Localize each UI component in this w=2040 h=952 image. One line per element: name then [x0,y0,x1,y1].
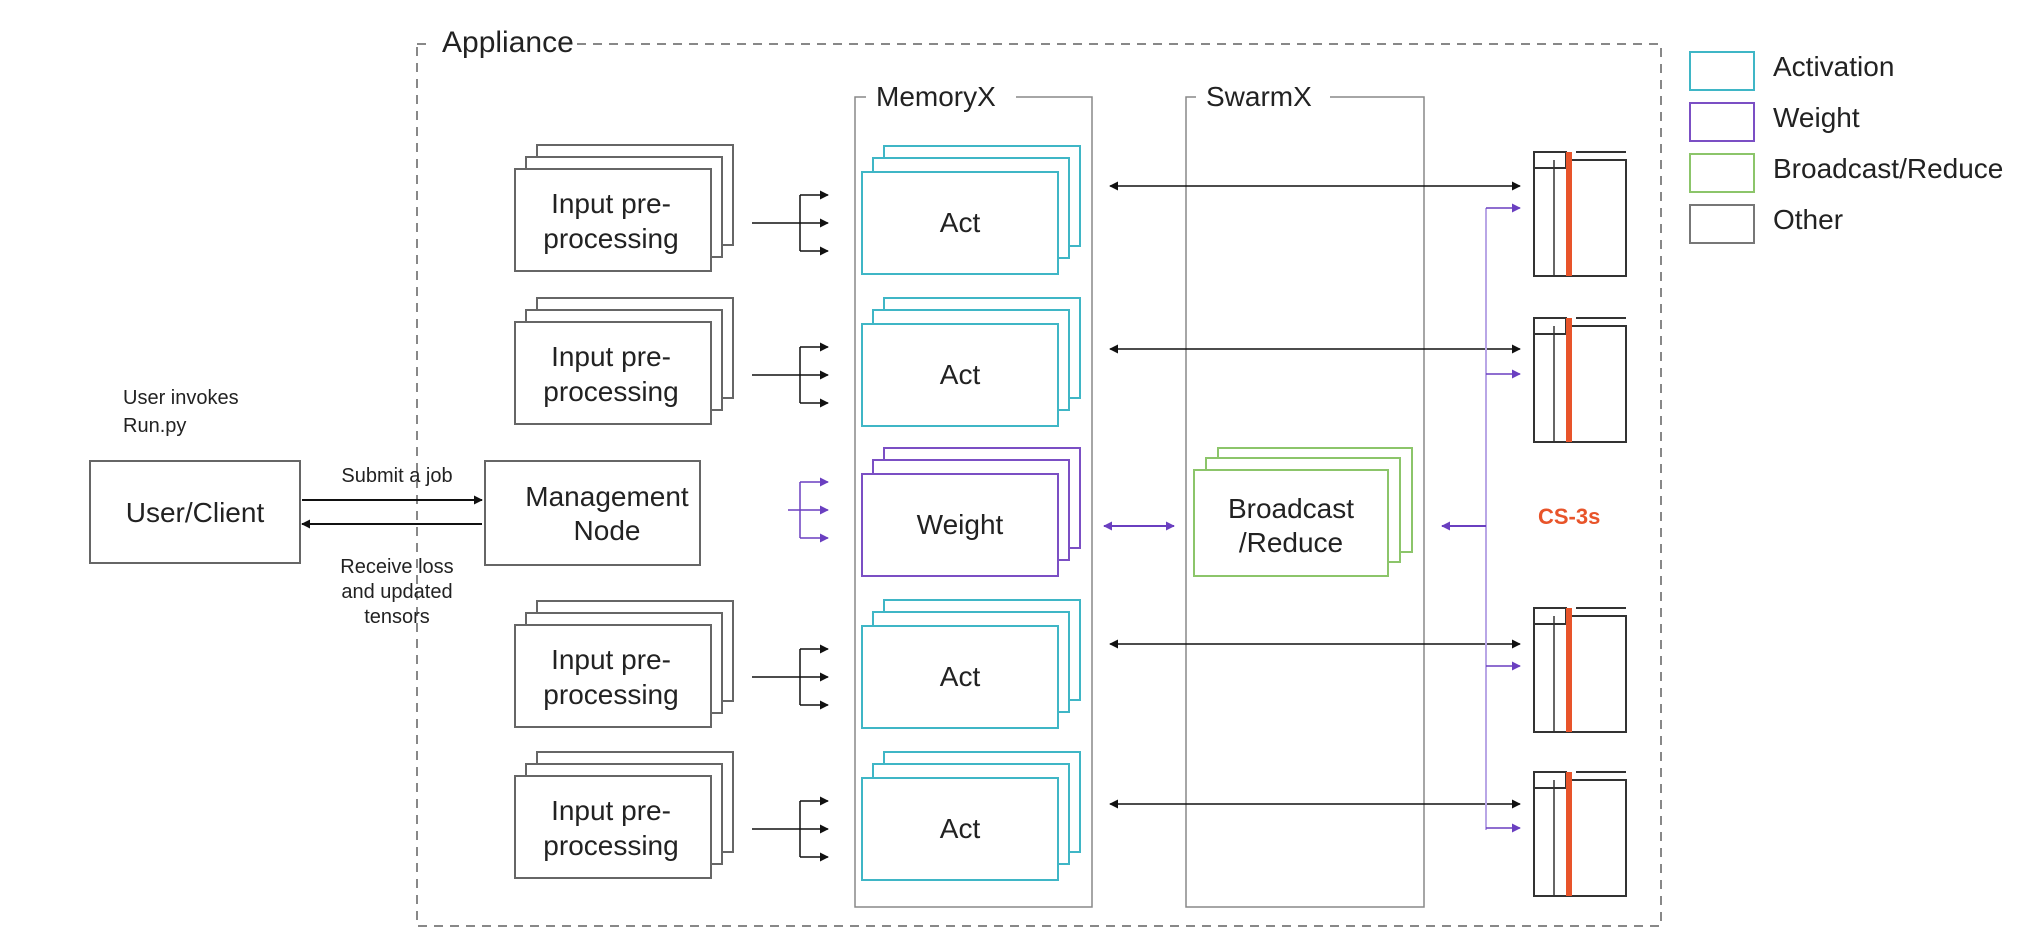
fanout-arrow [752,190,829,256]
act-stack: Act [861,145,1081,275]
appliance-boundary [416,43,1662,927]
input-label-line1: Input pre- [551,795,671,826]
act-box [861,777,1059,881]
cs3-system [1533,317,1627,443]
fanout-arrow [788,477,829,543]
legend-swatch [1689,153,1755,193]
broadcast-label-line2: /Reduce [1239,527,1343,558]
act-stack: Act [861,599,1081,729]
input-preprocessing-box [514,321,712,425]
swarmx-label: SwarmX [1206,81,1312,112]
updated-label: and updated [341,581,452,603]
input-label-line2: processing [543,830,678,861]
weight-label: Weight [917,509,1004,540]
legend-label: Weight [1773,102,1860,133]
input-preprocessing-stack: Input pre-processing [514,751,734,879]
management-node-box: Management Node [484,460,701,566]
cs3-accent-bar [1566,608,1572,732]
act-stack: Act [861,751,1081,881]
act-box [861,323,1059,427]
run-py-caption: Run.py [123,415,186,437]
input-preprocessing-stack: Input pre-processing [514,297,734,425]
act-label: Act [940,359,981,390]
submit-job-label: Submit a job [341,465,452,487]
act-label: Act [940,661,981,692]
input-label-line2: processing [543,679,678,710]
appliance-label: Appliance [442,26,574,59]
legend-label: Activation [1773,51,1894,82]
broadcast-label-line1: Broadcast [1228,493,1354,524]
fanout-arrow [752,342,829,408]
receive-loss-label: Receive loss [340,556,453,578]
legend-label: Broadcast/Reduce [1773,153,2003,184]
act-box [861,171,1059,275]
cs3-accent-bar [1566,318,1572,442]
legend-item: Broadcast/Reduce [1689,153,2003,193]
legend-item: Activation [1689,51,1894,91]
input-label-line1: Input pre- [551,341,671,372]
cs-links [1109,181,1521,833]
input-preprocessing-box [514,624,712,728]
cs3-accent-bar [1566,772,1572,896]
user-client-box: User/Client [89,460,301,564]
legend-item: Other [1689,204,1843,244]
management-label-line1: Management [525,481,689,512]
user-invokes-caption: User invokes [123,387,239,409]
cs3-label: CS-3s [1538,504,1600,529]
act-stack: Act [861,297,1081,427]
input-label-line1: Input pre- [551,644,671,675]
management-label-line2: Node [574,515,641,546]
fanout-arrows [752,190,829,862]
act-label: Act [940,207,981,238]
input-preprocessing-box [514,168,712,272]
legend-swatch [1689,51,1755,91]
legend-label: Other [1773,204,1843,235]
cs3-systems [1533,151,1627,897]
input-preprocessing-stack: Input pre-processing [514,600,734,728]
memoryx-label: MemoryX [876,81,996,112]
act-box [861,625,1059,729]
input-label-line2: processing [543,223,678,254]
input-label-line2: processing [543,376,678,407]
cs3-system [1533,151,1627,277]
cs3-system [1533,771,1627,897]
broadcast-reduce-box [1193,469,1389,577]
user-client-label: User/Client [126,497,265,528]
weight-box [861,473,1059,577]
legend-item: Weight [1689,102,1860,142]
fanout-arrow [752,796,829,862]
legend-swatch [1689,102,1755,142]
legend-swatch [1689,204,1755,244]
cs3-system [1533,607,1627,733]
act-label: Act [940,813,981,844]
input-preprocessing-box [514,775,712,879]
weight-stack: Weight [861,447,1081,577]
broadcast-reduce-stack: Broadcast /Reduce [1193,447,1413,577]
input-label-line1: Input pre- [551,188,671,219]
cs3-accent-bar [1566,152,1572,276]
tensors-label: tensors [364,606,430,628]
fanout-arrow [752,644,829,710]
input-preprocessing-stack: Input pre-processing [514,144,734,272]
